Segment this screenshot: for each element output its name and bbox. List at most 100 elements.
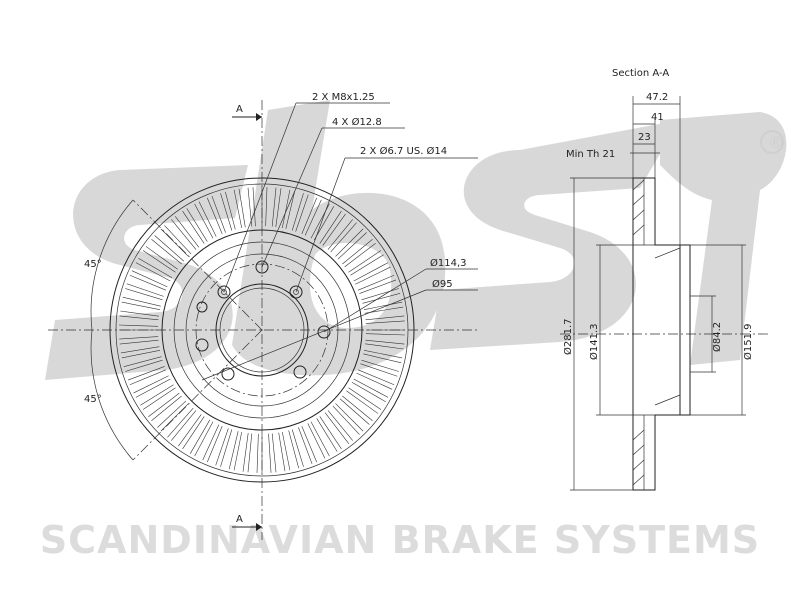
disc-section-view: Section A-A 47.2 41 23 Min Th 2 (560, 68, 770, 491)
sbs-logo-watermark (45, 100, 787, 380)
vane-line (138, 257, 173, 279)
vane-line (351, 381, 386, 403)
vane-line (145, 246, 178, 270)
vane-line (298, 427, 313, 465)
vane-line (348, 250, 382, 273)
pcd-label: Ø114,3 (430, 257, 467, 269)
vane-line (281, 189, 291, 229)
vane-line (291, 429, 304, 467)
vane-line (365, 333, 405, 336)
vane-line (339, 398, 370, 425)
vane-line (247, 433, 253, 473)
vane-line (362, 293, 401, 304)
vane-line (332, 405, 360, 435)
vane-line (324, 412, 350, 444)
vane-line (275, 188, 282, 227)
vane-line (127, 366, 165, 381)
vane-line (122, 296, 161, 307)
stud-holes (195, 260, 331, 381)
vane-line (342, 239, 373, 265)
vane-line (304, 199, 322, 236)
callout-locating-holes: 2 X Ø6.7 US. Ø14 (360, 145, 447, 157)
callout-stud-holes: 4 X Ø12.8 (332, 116, 382, 128)
vane-line (365, 339, 405, 345)
vane-line (322, 213, 346, 246)
watermark-text: SCANDINAVIAN BRAKE SYSTEMS (40, 518, 760, 562)
vane-line (363, 301, 403, 311)
vane-line (361, 288, 399, 301)
vane-line (252, 187, 256, 227)
callout-leader-1 (223, 102, 297, 293)
vane-line (256, 433, 259, 473)
vane-line (301, 197, 318, 235)
vane-line (242, 433, 249, 472)
vane-line (238, 188, 246, 228)
vane-line (140, 384, 174, 406)
dia-outer: Ø281.7 (562, 319, 574, 356)
pcd-leader (323, 268, 427, 333)
vane-line (319, 210, 342, 244)
vane-line (151, 239, 182, 265)
vane-line (285, 190, 296, 229)
vane-line (135, 262, 171, 282)
vane-line (327, 410, 353, 441)
vane-line (119, 339, 159, 345)
vane-line (335, 228, 364, 257)
vane-line (135, 378, 171, 398)
vane-line (119, 336, 159, 340)
vane-line (225, 191, 236, 230)
vane-line (313, 206, 335, 241)
vane-line (359, 279, 397, 294)
min-thickness: Min Th 21 (566, 149, 615, 160)
vane-line (233, 431, 243, 471)
vane-line (363, 349, 403, 359)
dim-23: 23 (638, 132, 651, 143)
section-title: Section A-A (612, 68, 669, 79)
vane-line (350, 254, 384, 276)
dia-hat-outer: Ø151.9 (742, 324, 754, 361)
vane-line (120, 346, 160, 354)
vane-line (319, 416, 342, 450)
vane-line (357, 274, 395, 291)
vane-line (365, 320, 405, 324)
vane-line (182, 416, 205, 450)
vane-line (120, 310, 159, 317)
vane-line (164, 225, 192, 255)
vane-line (335, 403, 364, 432)
vane-line (129, 274, 167, 291)
vane-line (291, 193, 304, 231)
vane-line (119, 324, 159, 327)
callout-thread: 2 X M8x1.25 (312, 92, 375, 103)
vane-line (220, 193, 233, 231)
section-arrow-bottom (256, 523, 262, 531)
vane-line (316, 418, 338, 452)
vane-line (360, 363, 398, 377)
vane-line (126, 283, 164, 297)
vane-line (186, 208, 208, 242)
vane-line (154, 235, 185, 262)
vane-line (119, 315, 159, 321)
vane-line (215, 428, 229, 466)
vane-line (211, 195, 226, 233)
vane-line (160, 403, 189, 432)
vane-line (125, 359, 163, 372)
dim-41: 41 (651, 112, 664, 123)
vane-line (363, 353, 402, 364)
angle-arc-bottom (90, 329, 134, 461)
vane-line (198, 201, 217, 237)
dim-47: 47.2 (646, 92, 668, 103)
vane-line (121, 349, 161, 359)
vane-line (348, 387, 382, 410)
angle-label-bottom: 45° (84, 394, 102, 405)
vane-line (278, 432, 286, 472)
vane-line (346, 390, 379, 414)
vane-line (228, 431, 239, 470)
bore-leader (201, 289, 427, 381)
bore-label: Ø95 (432, 278, 453, 290)
vane-line (189, 419, 211, 454)
vane-line (157, 400, 187, 428)
vane-line (365, 343, 404, 350)
vane-line (288, 430, 299, 469)
